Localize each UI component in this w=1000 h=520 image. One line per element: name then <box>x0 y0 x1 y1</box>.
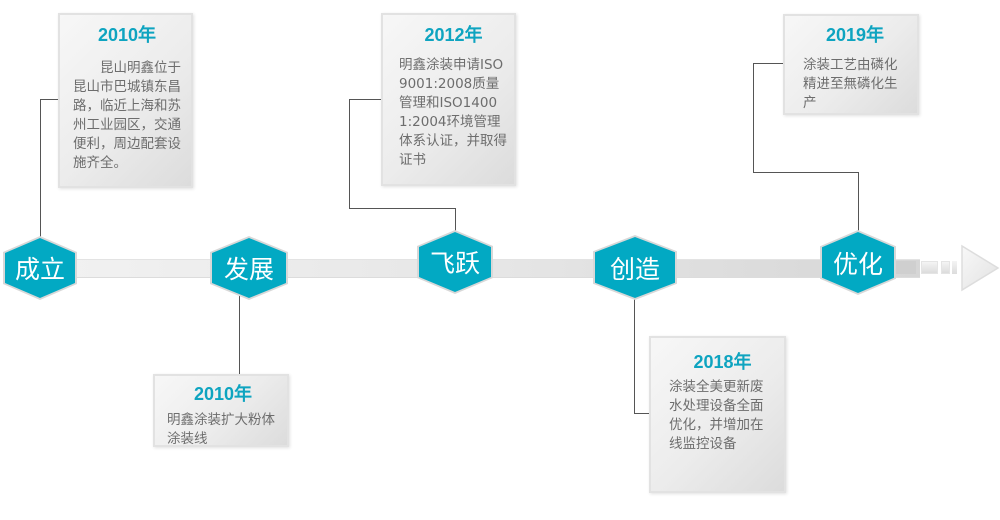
milestone-label: 优化 <box>832 249 883 279</box>
milestone-hex-development[interactable]: 发展 <box>210 236 288 300</box>
card-year: 2012年 <box>424 25 483 45</box>
connector-line <box>349 208 455 209</box>
timeline-tail-segment <box>952 261 957 274</box>
milestone-card-2012: 2012年 明鑫涂装申请ISO9001:2008质量管理和ISO14001:20… <box>381 13 516 186</box>
timeline-tail-segment <box>941 261 950 274</box>
card-year: 2019年 <box>825 25 885 45</box>
milestone-hex-creation[interactable]: 创造 <box>593 235 677 300</box>
milestone-label: 创造 <box>609 254 660 284</box>
connector-line <box>40 99 59 100</box>
card-description: 涂装工艺由磷化精进至無磷化生产 <box>803 57 898 111</box>
card-description: 涂装全美更新废水处理设备全面优化，并增加在线监控设备 <box>669 379 764 452</box>
milestone-label: 发展 <box>223 255 274 284</box>
milestone-label: 飞跃 <box>429 249 480 278</box>
connector-line <box>349 99 382 100</box>
milestone-card-2010-development: 2010年 明鑫涂装扩大粉体涂装线 <box>153 374 289 447</box>
card-year: 2010年 <box>193 384 253 404</box>
card-year: 2010年 <box>97 25 157 45</box>
timeline-tail-segment <box>921 261 938 274</box>
timeline-bar <box>70 259 920 278</box>
milestone-card-2019: 2019年 涂装工艺由磷化精进至無磷化生产 <box>783 14 919 115</box>
card-description: 明鑫涂装扩大粉体涂装线 <box>167 412 275 447</box>
connector-line <box>634 413 650 414</box>
connector-line <box>634 298 635 413</box>
milestone-card-2010-founding: 2010年 昆山明鑫位于昆山市巴城镇东昌路，临近上海和苏州工业园区，交通便利，周… <box>58 13 193 188</box>
card-description: 明鑫涂装申请ISO9001:2008质量管理和ISO14001:2004环境管理… <box>399 57 507 168</box>
connector-line <box>753 63 754 172</box>
milestone-hex-optimization[interactable]: 优化 <box>820 230 896 295</box>
connector-line <box>349 99 350 208</box>
connector-line <box>858 172 859 232</box>
milestone-hex-leap[interactable]: 飞跃 <box>417 230 493 294</box>
connector-line <box>753 63 784 64</box>
arrow-right-icon <box>961 244 1000 292</box>
card-year: 2018年 <box>693 352 752 372</box>
card-description: 昆山明鑫位于昆山市巴城镇东昌路，临近上海和苏州工业园区，交通便利，周边配套设施齐… <box>73 60 181 171</box>
connector-line <box>239 296 240 375</box>
connector-line <box>753 172 859 173</box>
milestone-card-2018: 2018年 涂装全美更新废水处理设备全面优化，并增加在线监控设备 <box>649 336 786 493</box>
milestone-hex-founding[interactable]: 成立 <box>3 236 77 300</box>
connector-line <box>455 208 456 231</box>
connector-line <box>40 99 41 238</box>
milestone-label: 成立 <box>14 255 65 284</box>
timeline-tail-segment <box>896 261 916 274</box>
